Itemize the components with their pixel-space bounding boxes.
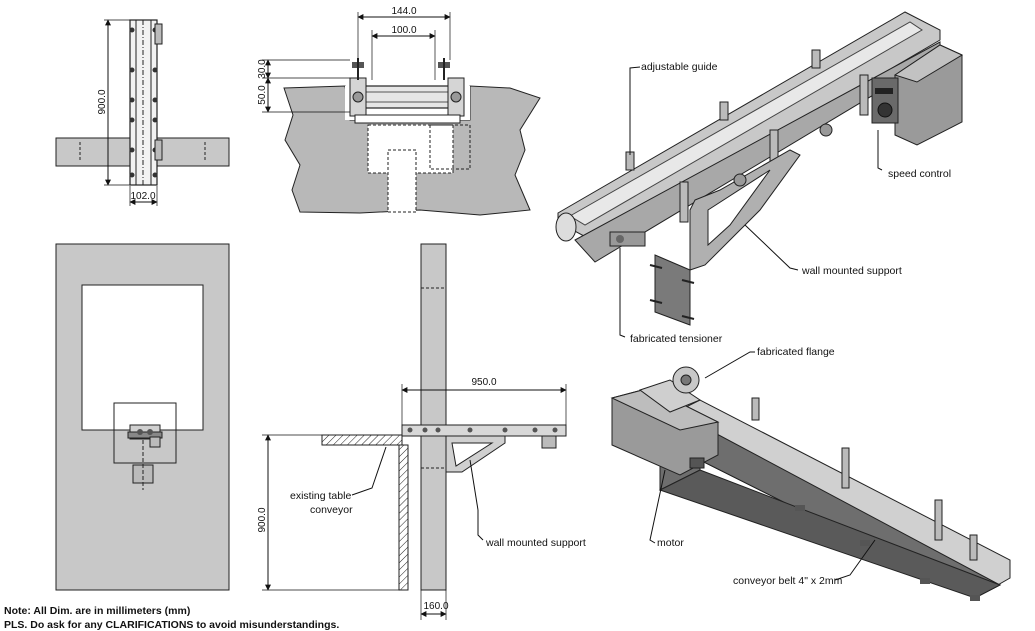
section-depth-dim: 50.0 bbox=[257, 85, 268, 105]
isometric-view-top bbox=[555, 11, 964, 338]
belt-label: conveyor belt 4" x 2mm bbox=[733, 575, 843, 587]
side-length-dim: 950.0 bbox=[471, 377, 496, 388]
side-wall-dim: 160.0 bbox=[423, 601, 448, 612]
adjustable-guide-label: adjustable guide bbox=[641, 61, 718, 73]
isometric-view-bottom bbox=[610, 351, 1011, 601]
existing-table-label-2: conveyor bbox=[310, 504, 353, 516]
front-view: 900.0 102.0 bbox=[55, 19, 230, 206]
side-height-dim: 900.0 bbox=[257, 507, 268, 532]
wall-opening bbox=[81, 284, 204, 431]
section-view: 144.0 100.0 30.0 50.0 bbox=[257, 6, 541, 216]
iso-top-belt bbox=[569, 21, 923, 226]
section-inner-dim: 100.0 bbox=[391, 25, 416, 36]
existing-table-conveyor bbox=[321, 434, 403, 446]
front-width-dim: 102.0 bbox=[130, 191, 155, 202]
side-wall bbox=[420, 243, 447, 591]
existing-table-label: existing table bbox=[290, 490, 351, 502]
flange-label: fabricated flange bbox=[757, 346, 835, 358]
tensioner-label: fabricated tensioner bbox=[630, 333, 723, 345]
side-support-label: wall mounted support bbox=[485, 537, 586, 549]
side-view: 950.0 900.0 160.0 bbox=[257, 243, 567, 620]
note-clarifications: PLS. Do ask for any CLARIFICATIONS to av… bbox=[4, 619, 340, 631]
speed-control-label: speed control bbox=[888, 168, 951, 180]
iso-wall-plate bbox=[654, 254, 691, 326]
front-height-dim: 900.0 bbox=[97, 89, 108, 114]
iso-support-label: wall mounted support bbox=[801, 265, 902, 277]
motor-label: motor bbox=[657, 537, 684, 549]
front-elevation-view bbox=[55, 243, 230, 591]
section-guide-dim: 30.0 bbox=[257, 59, 268, 79]
section-roller bbox=[364, 85, 451, 109]
section-overall-dim: 144.0 bbox=[391, 6, 416, 17]
note-units: Note: All Dim. are in millimeters (mm) bbox=[4, 605, 191, 617]
